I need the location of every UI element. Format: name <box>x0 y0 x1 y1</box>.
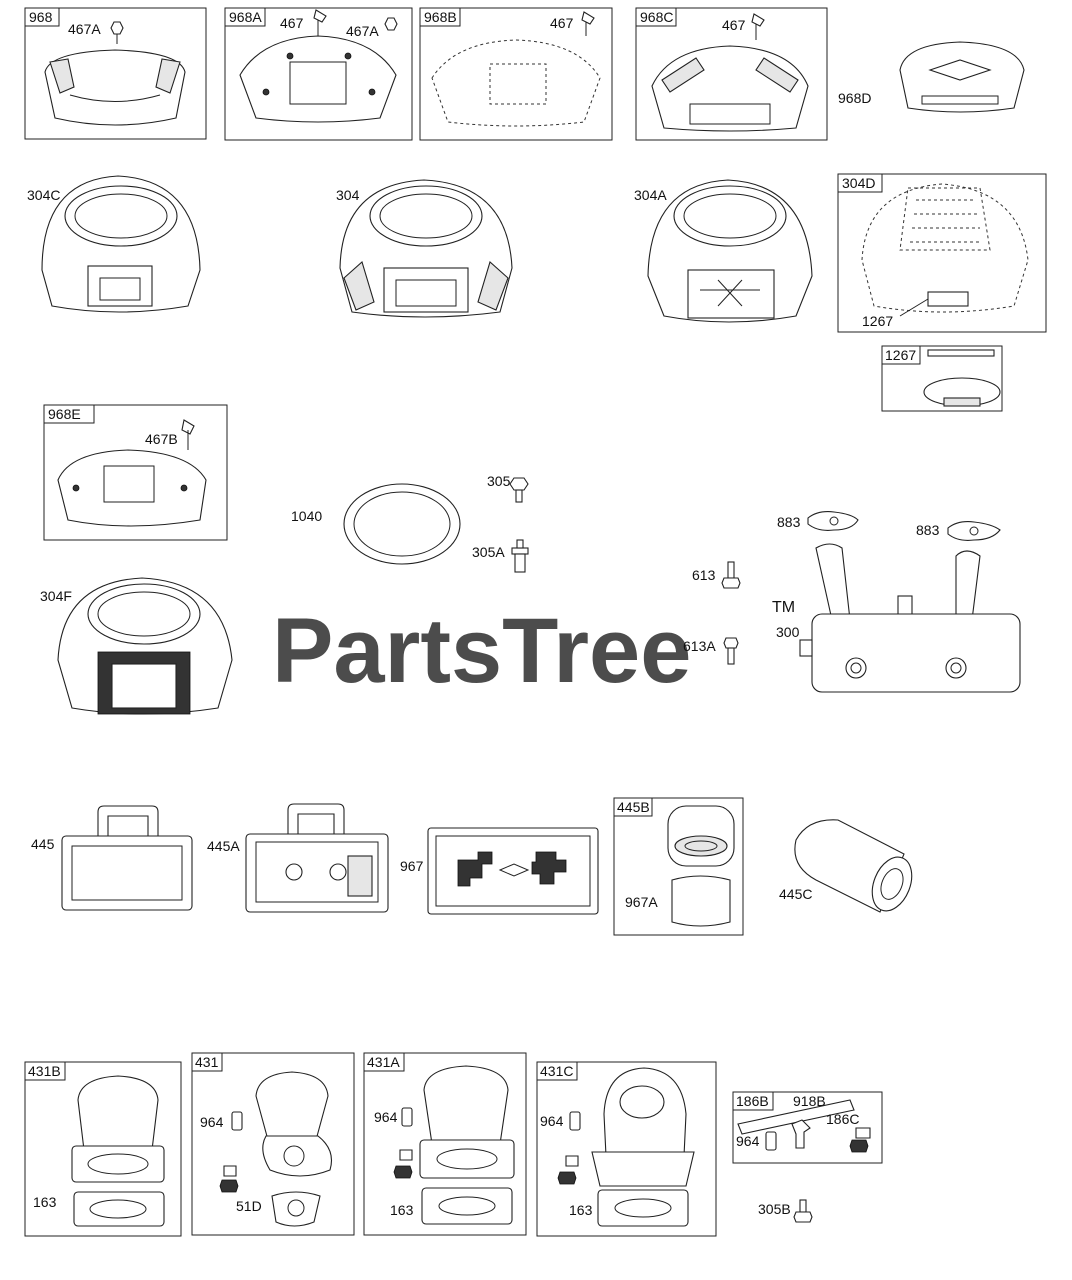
label-304F: 304F <box>40 588 72 604</box>
label-964: 964 <box>540 1113 564 1129</box>
part-883-right-group[interactable]: 883 <box>916 521 1001 541</box>
part-300-group[interactable]: 300 <box>776 543 1021 693</box>
filter-445-shape <box>61 835 193 911</box>
part-1040-group[interactable]: 1040 <box>291 483 461 565</box>
box-label-968: 968 <box>29 9 53 25</box>
part-968-group[interactable]: 968 467A <box>24 7 207 140</box>
cover-968B-shape <box>431 39 601 127</box>
part-304F-group[interactable]: 304F <box>40 577 233 715</box>
part-445B-group[interactable]: 445B 967A <box>613 797 744 936</box>
part-968C-group[interactable]: 968C 467 <box>635 7 828 141</box>
part-304D-group[interactable]: 304D 1267 <box>837 173 1047 333</box>
label-51D: 51D <box>236 1198 262 1214</box>
label-163: 163 <box>569 1202 593 1218</box>
label-163: 163 <box>390 1202 414 1218</box>
part-304A-group[interactable]: 304A <box>634 179 813 323</box>
part-883-left-group[interactable]: 883 <box>777 511 859 531</box>
label-445C: 445C <box>779 886 812 902</box>
part-445-group[interactable]: 445 <box>31 805 193 911</box>
part-305B-group[interactable]: 305B <box>758 1199 813 1223</box>
box-label-968A: 968A <box>229 9 262 25</box>
screw-467A-icon <box>110 21 124 35</box>
box-label-186B: 186B <box>736 1093 769 1109</box>
part-304-group[interactable]: 304 <box>336 179 513 318</box>
part-613A-group[interactable]: 613A <box>683 637 739 665</box>
box-label-968E: 968E <box>48 406 81 422</box>
ring-1040-shape <box>343 483 461 565</box>
label-967: 967 <box>400 858 424 874</box>
box-label-968B: 968B <box>424 9 457 25</box>
label-1267: 1267 <box>862 313 893 329</box>
part-445C-group[interactable]: 445C <box>779 819 919 917</box>
label-300: 300 <box>776 624 800 640</box>
label-467B: 467B <box>145 431 178 447</box>
label-305: 305 <box>487 473 511 489</box>
screw-467-icon <box>313 9 327 23</box>
label-883: 883 <box>916 522 940 538</box>
label-613A: 613A <box>683 638 716 654</box>
part-304C-group[interactable]: 304C <box>27 175 201 313</box>
cover-968A-shape <box>239 35 397 123</box>
label-467: 467 <box>550 15 574 31</box>
label-305B: 305B <box>758 1201 791 1217</box>
part-967-group[interactable]: 967 <box>400 827 599 915</box>
label-445: 445 <box>31 836 55 852</box>
part-431B-group[interactable]: 431B 163 <box>24 1061 182 1237</box>
watermark-tm: TM <box>772 599 795 616</box>
label-964: 964 <box>374 1109 398 1125</box>
box-label-431B: 431B <box>28 1063 61 1079</box>
part-431A-group[interactable]: 431A 964 163 <box>363 1052 527 1236</box>
part-968D-group[interactable]: 968D <box>838 41 1025 113</box>
base-431B-shape <box>77 1075 159 1151</box>
label-304A: 304A <box>634 187 667 203</box>
box-label-1267: 1267 <box>885 347 916 363</box>
part-613-group[interactable]: 613 <box>692 561 741 589</box>
label-964: 964 <box>200 1114 224 1130</box>
tube-918B-shape <box>737 1099 855 1135</box>
label-467A: 467A <box>68 21 101 37</box>
label-186C: 186C <box>826 1111 859 1127</box>
base-431-shape <box>255 1071 329 1141</box>
part-445A-group[interactable]: 445A <box>207 803 389 913</box>
box-label-445B: 445B <box>617 799 650 815</box>
label-968D: 968D <box>838 90 871 106</box>
label-613: 613 <box>692 567 716 583</box>
muffler-300-shape <box>811 613 1021 693</box>
watermark-text: PartsTree <box>272 600 691 702</box>
label-304C: 304C <box>27 187 60 203</box>
label-467: 467 <box>722 17 746 33</box>
label-918B: 918B <box>793 1093 826 1109</box>
label-964: 964 <box>736 1133 760 1149</box>
box-label-431C: 431C <box>540 1063 573 1079</box>
box-label-431A: 431A <box>367 1054 400 1070</box>
label-305A: 305A <box>472 544 505 560</box>
label-883: 883 <box>777 514 801 530</box>
label-445A: 445A <box>207 838 240 854</box>
box-label-304D: 304D <box>842 175 875 191</box>
label-467A: 467A <box>346 23 379 39</box>
part-968A-group[interactable]: 968A 467 467A <box>224 7 413 141</box>
part-968B-group[interactable]: 968B 467 <box>419 7 613 141</box>
box-label-431: 431 <box>195 1054 219 1070</box>
part-431-group[interactable]: 431 964 51D <box>191 1052 355 1236</box>
part-431C-group[interactable]: 431C 964 163 <box>536 1061 717 1237</box>
box-label-968C: 968C <box>640 9 673 25</box>
part-186B-group[interactable]: 186B 918B 186C 964 <box>732 1091 883 1164</box>
label-967A: 967A <box>625 894 658 910</box>
part-305A-group[interactable]: 305A <box>472 539 529 573</box>
part-305-group[interactable]: 305 <box>487 473 529 503</box>
label-304: 304 <box>336 187 360 203</box>
part-1267-group[interactable]: 1267 <box>881 345 1003 412</box>
housing-304D-shape <box>861 183 1029 313</box>
cover-968E-shape <box>57 449 207 527</box>
label-163: 163 <box>33 1194 57 1210</box>
label-1040: 1040 <box>291 508 322 524</box>
filter-967-shape <box>427 827 599 915</box>
label-467: 467 <box>280 15 304 31</box>
base-431A-shape <box>423 1065 509 1145</box>
part-968E-group[interactable]: 968E 467B <box>43 404 228 541</box>
